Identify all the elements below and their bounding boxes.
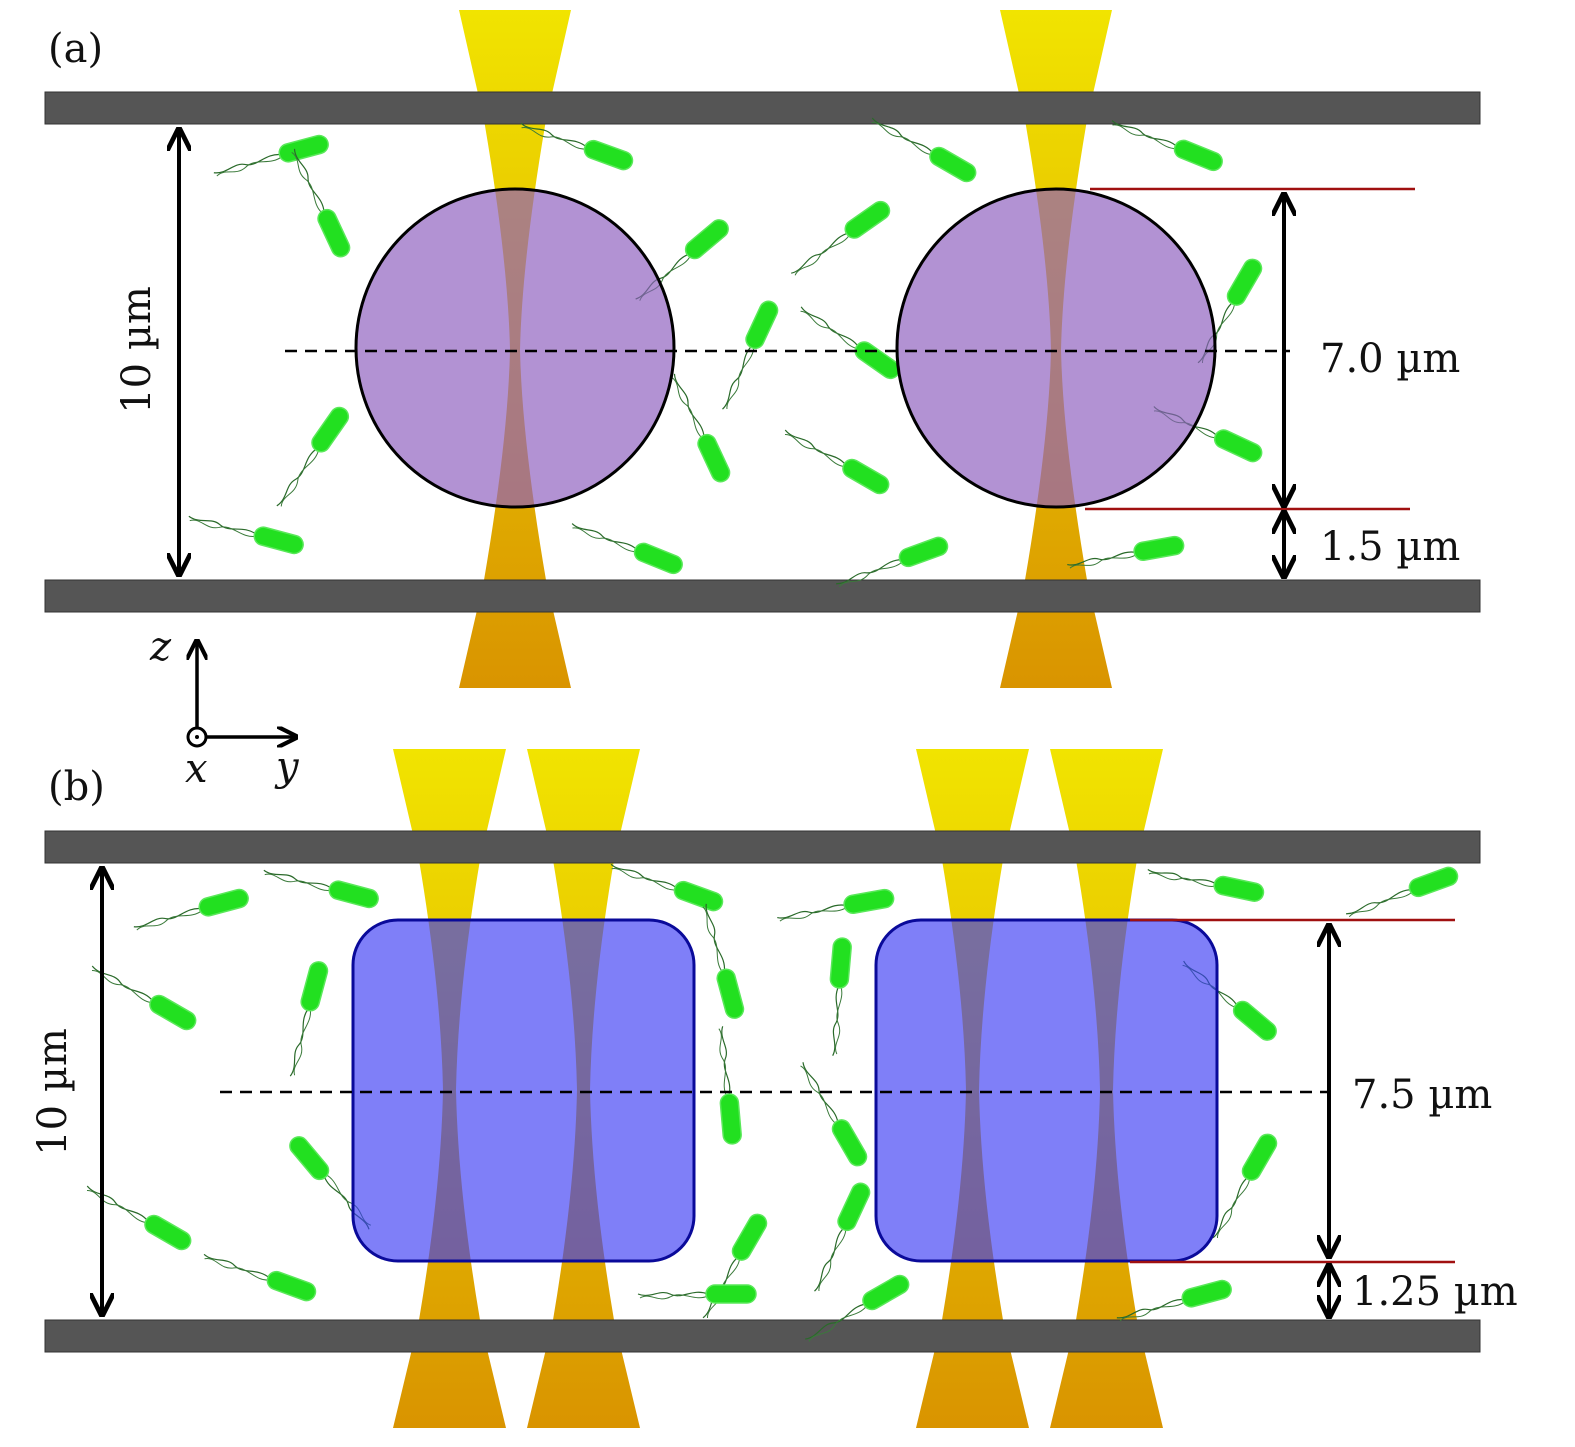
- trapped-sphere-a1: [354, 187, 676, 509]
- z-axis-label: z: [149, 624, 172, 670]
- gap-label-b: 1.25 µm: [1352, 1269, 1518, 1315]
- bottom-wall-a: [44, 579, 1481, 613]
- x-axis-label: x: [185, 746, 208, 792]
- trapped-sphere-a2: [895, 187, 1217, 509]
- panel-label-b: (b): [48, 764, 105, 810]
- top-wall-a: [44, 91, 1481, 125]
- trapped-cube-b2: [874, 918, 1219, 1263]
- gap-label-a: 1.5 µm: [1320, 524, 1460, 570]
- object-size-label-b: 7.5 µm: [1352, 1072, 1492, 1118]
- bacteria-cluster-b: [82, 855, 1461, 1348]
- y-axis-label: y: [274, 744, 300, 790]
- trapped-cube-b1: [351, 918, 696, 1263]
- channel-height-label-b: 10 µm: [30, 1028, 76, 1156]
- coordinate-axes: z y x: [149, 624, 300, 792]
- panel-b: (b) 10 µm 7.5 µm 1.25 µm: [30, 749, 1518, 1428]
- channel-height-label-a: 10 µm: [114, 286, 160, 414]
- bottom-wall-b: [44, 1319, 1481, 1353]
- panel-a: (a) 10 µm 7.0 µm 1.5 µm: [44, 10, 1481, 688]
- panel-label-a: (a): [48, 26, 103, 72]
- object-size-label-a: 7.0 µm: [1320, 336, 1460, 382]
- top-wall-b: [44, 830, 1481, 864]
